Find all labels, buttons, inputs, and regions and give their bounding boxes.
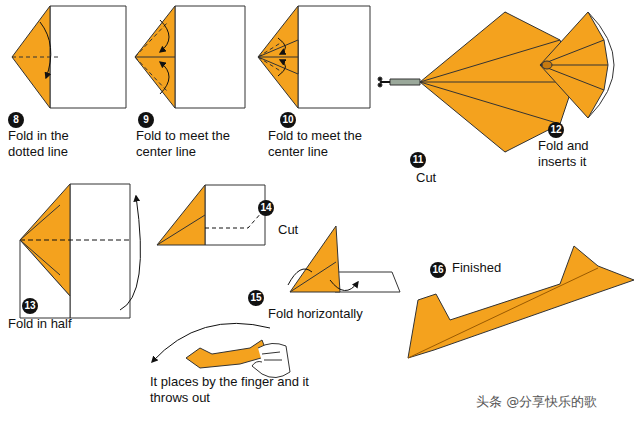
- callout-number: 14: [258, 200, 274, 216]
- step-instruction: Fold to meet the center line: [268, 128, 368, 160]
- callout-number: 8: [8, 112, 24, 128]
- step-instruction: Fold horizontally: [268, 306, 363, 322]
- callout-number: 11: [410, 152, 426, 168]
- callout-number: 16: [430, 262, 446, 278]
- watermark: 头条 @分享快乐的歌: [476, 394, 597, 410]
- callout-number: 10: [280, 112, 296, 128]
- throw-instruction: It places by the finger and it throws ou…: [150, 374, 325, 406]
- callout-number: 13: [22, 298, 38, 314]
- callout-number: 12: [548, 122, 564, 138]
- step-instruction: Fold in half: [8, 316, 72, 332]
- paper: [50, 6, 126, 108]
- step-instruction: Cut: [278, 222, 298, 238]
- step-instruction: Fold in the dotted line: [8, 128, 88, 160]
- callout-number: 15: [248, 290, 264, 306]
- step-instruction: Finished: [452, 260, 501, 276]
- step-instruction: Cut: [416, 170, 436, 186]
- paper-fold: [12, 6, 50, 108]
- step-instruction: Fold to meet the center line: [136, 128, 236, 160]
- callout-number: 9: [138, 112, 154, 128]
- step-instruction: Fold and inserts it: [538, 138, 610, 170]
